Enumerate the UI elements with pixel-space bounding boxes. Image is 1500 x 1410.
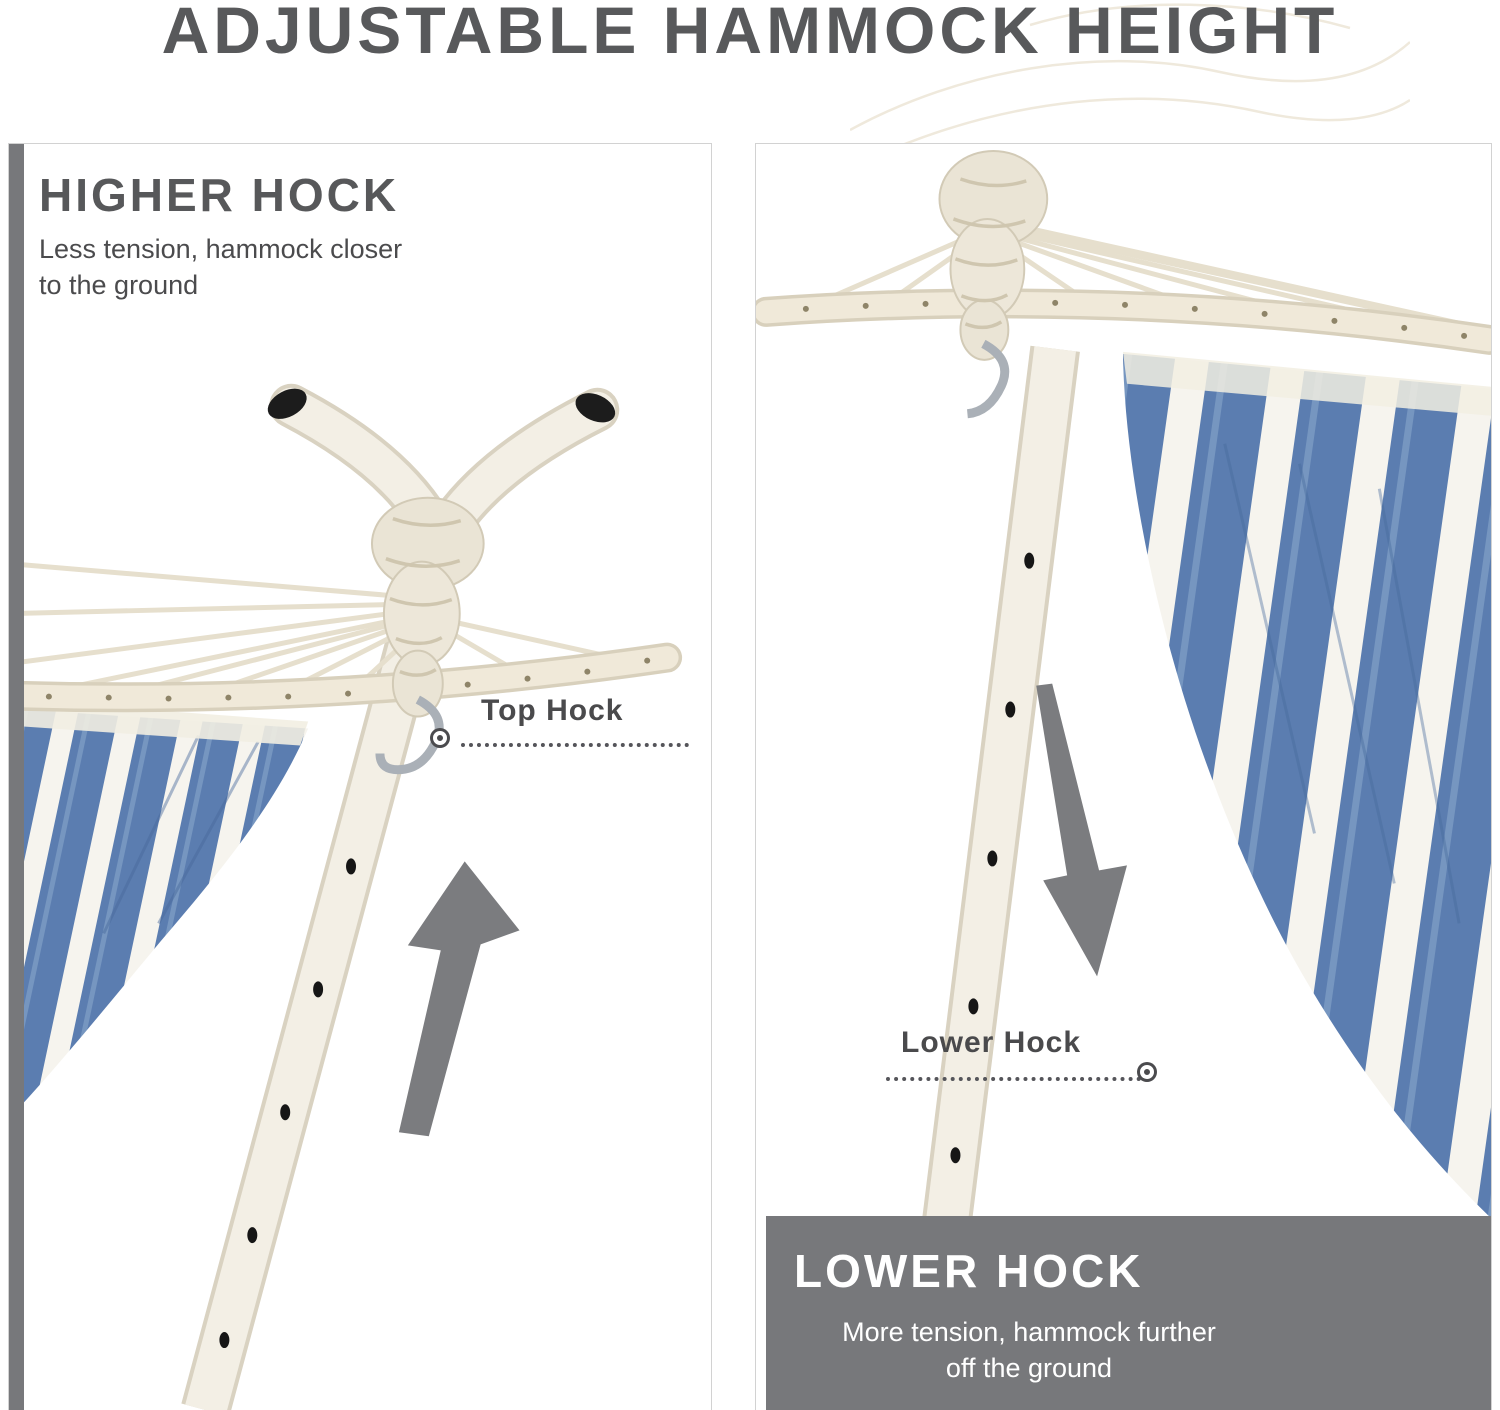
fork-end-cap-icon [267,388,307,419]
higher-hock-description: Less tension, hammock closer to the grou… [39,232,402,303]
lower-hock-description: More tension, hammock further off the gr… [794,1314,1264,1387]
hammock-fabric [9,699,309,1119]
higher-hock-panel: HIGHER HOCK Less tension, hammock closer… [8,143,712,1410]
rope-knot [938,149,1049,361]
top-hock-callout-line [461,743,689,747]
top-hock-marker-icon [433,731,447,745]
left-accent-bar [9,144,24,1410]
lower-hock-description-line2: off the ground [945,1353,1113,1384]
lower-hock-panel: Lower Hock LOWER HOCK More tension, hamm… [755,143,1492,1410]
fork-end-cap-icon [575,393,616,423]
lower-hock-heading: LOWER HOCK [794,1245,1144,1297]
higher-hock-illustration [9,383,683,1410]
lower-hock-callout-line [886,1077,1141,1081]
page-title: ADJUSTABLE HAMMOCK HEIGHT [161,0,1339,67]
rope-knot [370,496,485,718]
spreader-bar [9,642,683,713]
higher-hock-header: HIGHER HOCK Less tension, hammock closer… [39,168,402,303]
metal-hook-icon [375,695,444,775]
higher-hock-description-line2: to the ground [39,269,199,300]
top-hock-callout-label: Top Hock [481,694,624,727]
lower-hock-infobox: LOWER HOCK More tension, hammock further… [766,1216,1491,1410]
pole-adjustment-holes [219,858,357,1349]
lower-hock-marker-icon [1140,1065,1154,1079]
lower-hock-callout-label: Lower Hock [901,1026,1082,1059]
higher-hock-heading: HIGHER HOCK [39,169,400,221]
metal-hook-icon [966,339,1010,419]
hammock-fabric [1123,351,1491,1219]
higher-hock-description-line1: Less tension, hammock closer [39,234,403,264]
up-arrow-icon [398,861,520,1137]
down-arrow-icon [1036,683,1127,977]
lower-hock-description-line1: More tension, hammock further [842,1317,1216,1347]
spreader-bar [756,288,1491,355]
